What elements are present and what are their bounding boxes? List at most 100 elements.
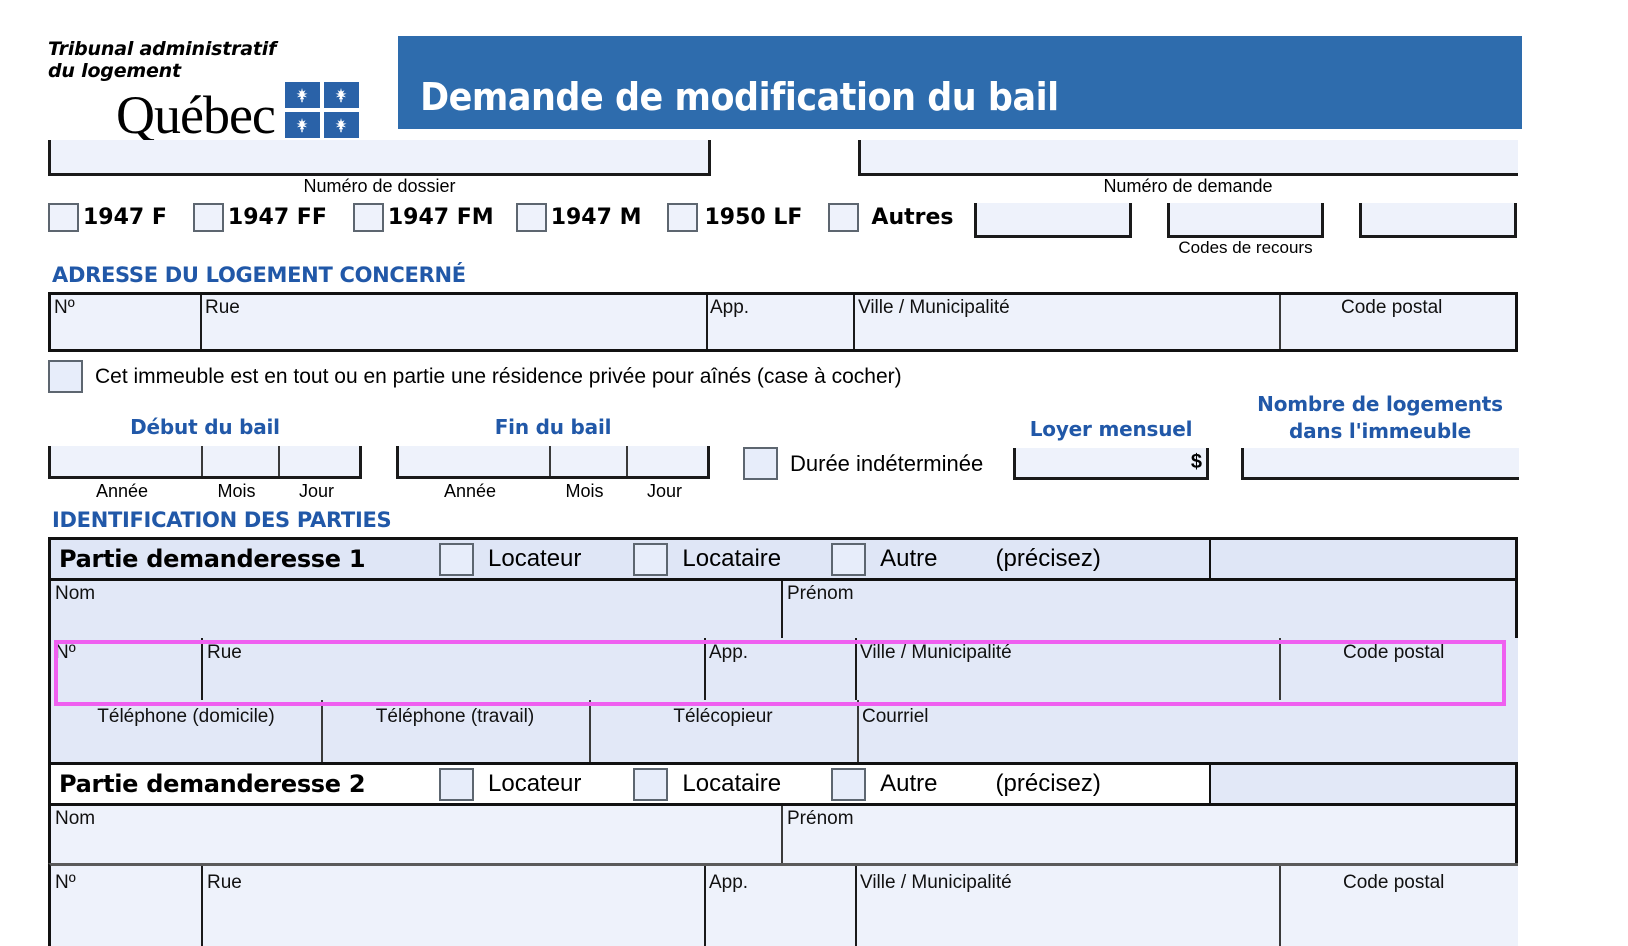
input-party-1-apt[interactable]: [706, 668, 853, 698]
form-code-label: 1947 FM: [387, 205, 494, 230]
seniors-residence-label: Cet immeuble est en tout ou en partie un…: [95, 364, 902, 388]
checkbox-autre[interactable]: [831, 542, 867, 576]
input-party-1-phone-home[interactable]: [53, 732, 319, 760]
checkbox-1947-f[interactable]: [48, 203, 79, 232]
col-divider: [589, 700, 591, 762]
checkbox-seniors-residence[interactable]: [48, 360, 83, 393]
checkbox-locateur[interactable]: [439, 542, 474, 576]
form-code-label: 1950 LF: [704, 205, 803, 230]
checkbox-1947-m[interactable]: [515, 203, 547, 232]
request-number-input[interactable]: [858, 140, 1518, 176]
form-code-option-1950-lf[interactable]: 1950 LF: [667, 203, 802, 232]
col-divider: [626, 446, 628, 476]
checkbox-locataire[interactable]: [633, 542, 669, 576]
input-party-2-prenom[interactable]: [785, 832, 1515, 861]
party-2-role-autre[interactable]: Autre: [831, 767, 938, 801]
input-party-2-postal[interactable]: [1281, 898, 1515, 946]
sublabel-year: Année: [95, 481, 149, 501]
checkbox-1947-fm[interactable]: [352, 203, 384, 232]
input-party-1-city[interactable]: [857, 668, 1277, 698]
input-monthly-rent[interactable]: $: [1013, 448, 1209, 480]
label-units-in-building: Nombre de logements dans l'immeuble: [1241, 391, 1519, 445]
units-label-line1: Nombre de logements: [1257, 392, 1503, 416]
request-number-field[interactable]: [974, 203, 1132, 238]
form-code-label: 1947 M: [550, 205, 642, 230]
input-party-1-email[interactable]: [859, 732, 1515, 760]
label-monthly-rent: Loyer mensuel: [1029, 417, 1193, 441]
label-lease-start: Début du bail: [130, 415, 280, 439]
checkbox-1947-ff[interactable]: [192, 203, 224, 232]
label-prenom: Prénom: [787, 808, 854, 829]
indeterminate-duration-row[interactable]: Durée indéterminée: [743, 447, 983, 480]
input-lease-end-year[interactable]: [399, 446, 547, 476]
party-2-role-locateur[interactable]: Locateur: [439, 767, 581, 801]
recourse-code-input-2[interactable]: [1359, 203, 1517, 238]
party-2-specify-input[interactable]: [1209, 765, 1515, 803]
input-dwelling-number[interactable]: [51, 321, 197, 349]
checkbox-1950-lf[interactable]: [667, 203, 699, 232]
checkbox-locateur[interactable]: [439, 767, 474, 801]
form-title-bar: Demande de modification du bail: [398, 36, 1522, 129]
seniors-residence-row[interactable]: Cet immeuble est en tout ou en partie un…: [48, 360, 902, 393]
sublabel-month: Mois: [217, 481, 256, 501]
label-party-1-number: Nº: [55, 642, 76, 663]
input-lease-end-day[interactable]: [628, 446, 707, 476]
input-party-2-city[interactable]: [857, 898, 1277, 946]
role-label: Locataire: [682, 770, 782, 797]
input-lease-start-day[interactable]: [280, 446, 359, 476]
role-label: Locateur: [488, 545, 582, 572]
form-code-option-1947-m[interactable]: 1947 M: [515, 203, 642, 232]
input-lease-end-month[interactable]: [551, 446, 624, 476]
label-lease-end: Fin du bail: [494, 415, 612, 439]
form-code-option-autres[interactable]: Autres: [828, 203, 954, 232]
label-party-2-city: Ville / Municipalité: [860, 872, 1012, 893]
input-dwelling-street[interactable]: [202, 321, 704, 349]
party-1-role-locateur[interactable]: Locateur: [439, 542, 582, 576]
input-party-2-street[interactable]: [203, 898, 702, 946]
sublabel-year: Année: [443, 481, 497, 501]
form-code-checkbox-group: 1947 F 1947 FF 1947 FM 1947 M 1950 LF Au…: [48, 203, 954, 232]
label-phone-work: Téléphone (travail): [375, 706, 535, 727]
input-lease-start-month[interactable]: [203, 446, 276, 476]
input-party-2-apt[interactable]: [706, 898, 853, 946]
party-1-role-autre[interactable]: Autre: [831, 542, 938, 576]
checkbox-autres[interactable]: [828, 203, 860, 232]
party-2-role-locataire[interactable]: Locataire: [633, 767, 782, 801]
section-title-dwelling-address: ADRESSE DU LOGEMENT CONCERNÉ: [52, 263, 466, 287]
input-party-1-number[interactable]: [53, 668, 199, 698]
input-party-1-street[interactable]: [203, 668, 702, 698]
checkbox-indeterminate-duration[interactable]: [743, 447, 778, 480]
col-divider: [278, 446, 280, 476]
label-email: Courriel: [862, 706, 929, 727]
input-party-1-prenom[interactable]: [785, 607, 1515, 636]
input-party-1-phone-work[interactable]: [323, 732, 587, 760]
input-dwelling-apt[interactable]: [708, 321, 851, 349]
input-lease-start-year[interactable]: [51, 446, 199, 476]
party-1-header: Partie demanderesse 1 Locateur Locataire…: [48, 537, 1518, 581]
label-party-1-street: Rue: [207, 642, 242, 663]
form-code-option-1947-f[interactable]: 1947 F: [48, 203, 167, 232]
input-party-1-fax[interactable]: [591, 732, 855, 760]
role-label: Locataire: [682, 545, 782, 572]
input-party-1-postal[interactable]: [1281, 668, 1515, 698]
party-1-specify-input[interactable]: [1209, 540, 1515, 578]
input-party-2-nom[interactable]: [53, 832, 779, 861]
label-party-2-number: Nº: [55, 872, 76, 893]
form-code-option-1947-fm[interactable]: 1947 FM: [352, 203, 494, 232]
form-code-option-1947-ff[interactable]: 1947 FF: [192, 203, 327, 232]
checkbox-autre[interactable]: [831, 767, 867, 801]
file-number-input[interactable]: [48, 140, 711, 176]
input-dwelling-city[interactable]: [855, 321, 1277, 349]
input-party-1-nom[interactable]: [53, 607, 779, 636]
page-title: Demande de modification du bail: [420, 75, 1059, 119]
recourse-code-input-1[interactable]: [1167, 203, 1324, 238]
party-1-role-locataire[interactable]: Locataire: [633, 542, 782, 576]
col-divider: [201, 866, 203, 946]
input-units-in-building[interactable]: [1241, 448, 1519, 480]
label-dwelling-street: Rue: [205, 297, 240, 318]
input-party-2-number[interactable]: [53, 898, 199, 946]
label-dwelling-postal: Code postal: [1341, 297, 1443, 318]
input-dwelling-postal[interactable]: [1281, 321, 1515, 349]
checkbox-locataire[interactable]: [633, 767, 669, 801]
